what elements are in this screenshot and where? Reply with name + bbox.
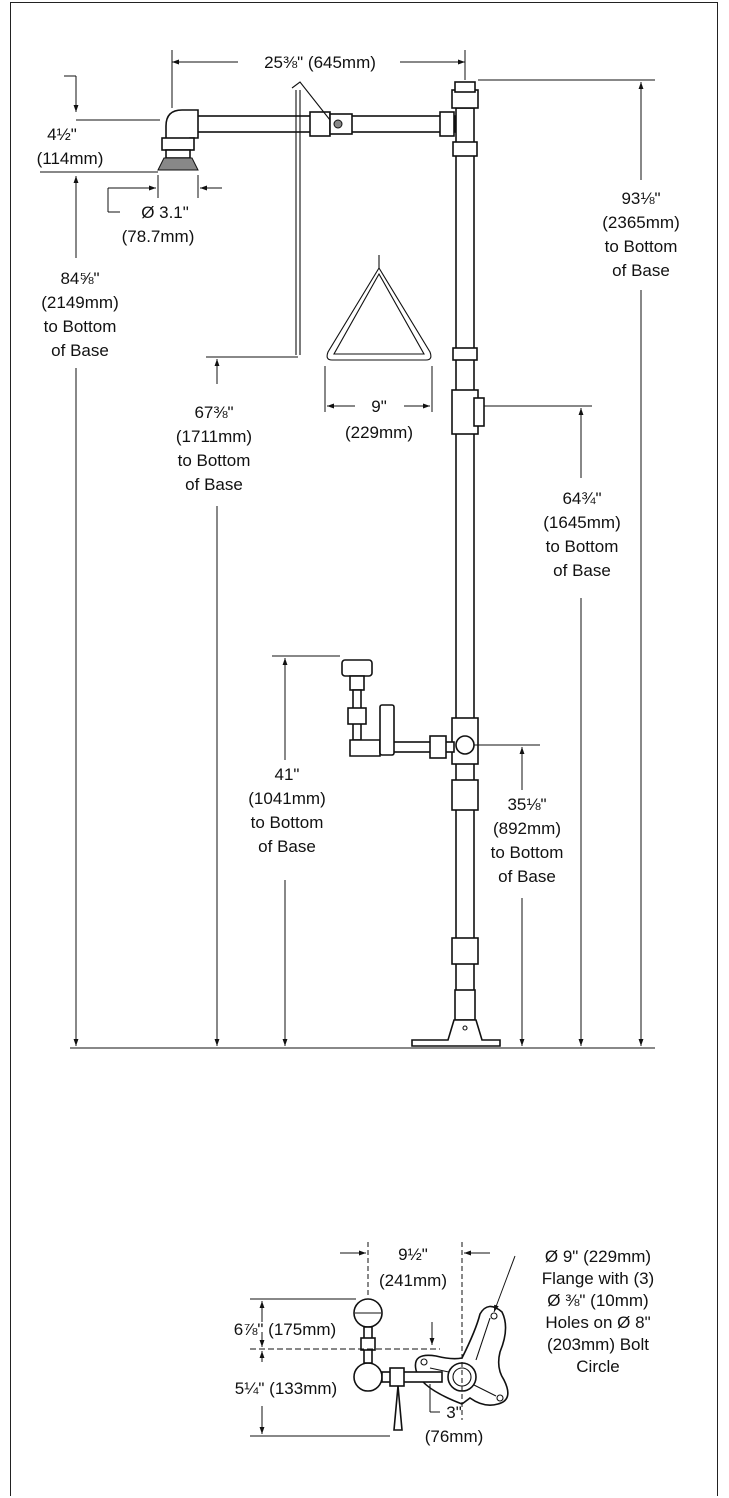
plan-view: 9½" (241mm) 6⅞" (175mm) 5¼" (133mm) 3" (… xyxy=(234,1242,654,1446)
svg-text:to Bottom: to Bottom xyxy=(491,843,564,862)
svg-text:(2149mm): (2149mm) xyxy=(41,293,118,312)
svg-text:of Base: of Base xyxy=(553,561,611,580)
shower-head xyxy=(157,109,199,171)
head-dia-in-label: Ø 3.1" xyxy=(141,203,189,222)
svg-text:84⅝": 84⅝" xyxy=(60,269,99,288)
svg-text:(1711mm): (1711mm) xyxy=(176,427,252,446)
svg-text:of Base: of Base xyxy=(612,261,670,280)
svg-text:(203mm) Bolt: (203mm) Bolt xyxy=(547,1335,649,1354)
plan-bowl-offset-label: 5¼" (133mm) xyxy=(235,1379,337,1398)
svg-text:of Base: of Base xyxy=(185,475,243,494)
plan-bowl-spacing-label: 6⅞" (175mm) xyxy=(234,1320,336,1339)
svg-text:of Base: of Base xyxy=(498,867,556,886)
plan-offset-mm-label: (241mm) xyxy=(379,1271,447,1290)
head-height-label: 84⅝" (2149mm) to Bottom of Base xyxy=(41,269,118,360)
svg-text:(892mm): (892mm) xyxy=(493,819,561,838)
svg-text:to Bottom: to Bottom xyxy=(546,537,619,556)
handle-width-mm-label: (229mm) xyxy=(345,423,413,442)
head-drop-mm-label: (114mm) xyxy=(37,149,104,168)
eyewash-height-label: 41" (1041mm) to Bottom of Base xyxy=(248,765,325,856)
svg-text:41": 41" xyxy=(275,765,300,784)
svg-text:Flange with (3): Flange with (3) xyxy=(542,1269,654,1288)
svg-text:(1645mm): (1645mm) xyxy=(543,513,620,532)
svg-text:Ø 9" (229mm): Ø 9" (229mm) xyxy=(545,1247,651,1266)
plan-inlet-in-label: 3" xyxy=(446,1403,462,1422)
eyewash-inlet-height-label: 35⅛" (892mm) to Bottom of Base xyxy=(491,795,564,886)
elevation-view: 25⅜" (645mm) 4½" (114mm) Ø 3.1" (78.7mm)… xyxy=(37,50,680,1049)
plan-offset-in-label: 9½" xyxy=(398,1245,428,1264)
shower-arm xyxy=(194,111,456,137)
svg-text:35⅛": 35⅛" xyxy=(507,795,546,814)
base-flange xyxy=(411,1019,501,1047)
svg-text:to Bottom: to Bottom xyxy=(44,317,117,336)
arm-length-label: 25⅜" (645mm) xyxy=(264,53,376,72)
svg-text:of Base: of Base xyxy=(51,341,109,360)
svg-text:to Bottom: to Bottom xyxy=(605,237,678,256)
svg-text:Circle: Circle xyxy=(576,1357,619,1376)
plan-inlet-mm-label: (76mm) xyxy=(425,1427,484,1446)
svg-text:67⅜": 67⅜" xyxy=(194,403,233,422)
tee-height-label: 64¾" (1645mm) to Bottom of Base xyxy=(543,489,620,580)
svg-text:(1041mm): (1041mm) xyxy=(248,789,325,808)
eyewash-assembly xyxy=(341,659,455,759)
pull-rod xyxy=(291,81,331,355)
svg-text:Holes on Ø 8": Holes on Ø 8" xyxy=(545,1313,650,1332)
triangle-handle xyxy=(326,255,432,361)
flange-note: Ø 9" (229mm) Flange with (3) Ø ⅜" (10mm)… xyxy=(542,1247,654,1376)
handle-width-in-label: 9" xyxy=(371,397,387,416)
svg-text:of Base: of Base xyxy=(258,837,316,856)
vertical-pipe xyxy=(451,81,485,1023)
svg-text:to Bottom: to Bottom xyxy=(251,813,324,832)
head-drop-in-label: 4½" xyxy=(47,125,77,144)
svg-text:Ø ⅜" (10mm): Ø ⅜" (10mm) xyxy=(547,1291,648,1310)
plan-eyewash-bowls xyxy=(353,1298,443,1431)
head-dia-mm-label: (78.7mm) xyxy=(122,227,195,246)
drawing-frame xyxy=(10,2,718,1496)
overall-height-label: 93⅛" (2365mm) to Bottom of Base xyxy=(602,189,679,280)
svg-text:to Bottom: to Bottom xyxy=(178,451,251,470)
svg-text:(2365mm): (2365mm) xyxy=(602,213,679,232)
pull-rod-height-label: 67⅜" (1711mm) to Bottom of Base xyxy=(176,403,252,494)
svg-text:93⅛": 93⅛" xyxy=(621,189,660,208)
svg-text:64¾": 64¾" xyxy=(562,489,601,508)
